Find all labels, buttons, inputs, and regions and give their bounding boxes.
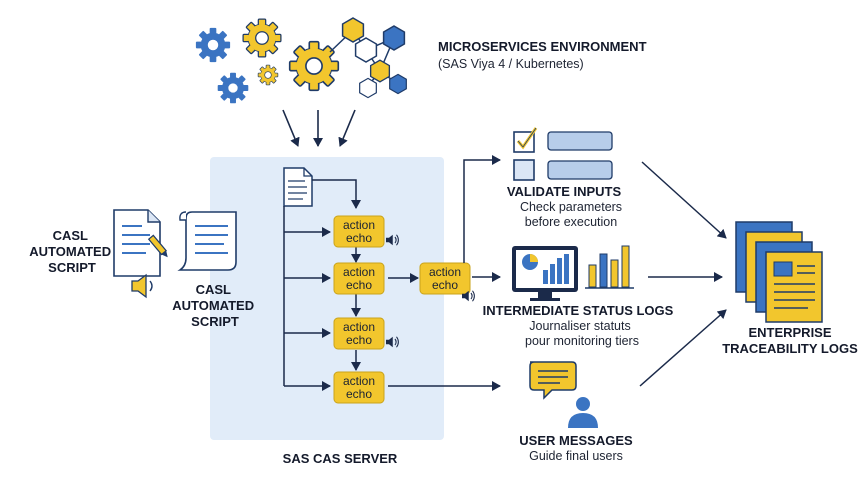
speaker-icon — [131, 273, 153, 299]
server-document-icon — [283, 167, 313, 207]
status-logs-line-1: Journaliser statuts — [529, 319, 630, 333]
pill-line-2: echo — [346, 333, 372, 347]
user-messages-line-1: Guide final users — [529, 449, 623, 463]
external-action-pill: action echo — [419, 262, 471, 295]
gear-icon — [195, 18, 340, 104]
branch-arrows — [388, 155, 501, 391]
pill-line-1: action — [343, 218, 375, 232]
pill-line-1: action — [343, 265, 375, 279]
monitor-chart-icon — [512, 246, 578, 301]
casl-right-line-1: CASL — [196, 282, 231, 297]
converging-arrows — [639, 161, 727, 387]
validate-line-2: before execution — [525, 215, 617, 229]
sas-cas-server-label: SAS CAS SERVER — [283, 451, 398, 466]
stacked-documents-icon — [735, 221, 823, 323]
casl-left-line-2: AUTOMATED — [29, 244, 111, 259]
casl-left-line-3: SCRIPT — [48, 260, 96, 275]
validate-title: VALIDATE INPUTS — [507, 184, 622, 199]
pill-line-1: action — [343, 374, 375, 388]
microservices-arrows — [282, 109, 356, 147]
pill-line-2: echo — [346, 278, 372, 292]
pill-line-2: echo — [346, 387, 372, 401]
server-flow-lines — [283, 179, 361, 391]
external-pill-line-1: action — [429, 265, 461, 279]
checkbox-icon — [513, 127, 613, 181]
pill-line-1: action — [343, 320, 375, 334]
microservices-subtitle: (SAS Viya 4 / Kubernetes) — [438, 57, 584, 71]
casl-right-line-3: SCRIPT — [191, 314, 239, 329]
user-messages-title: USER MESSAGES — [519, 433, 633, 448]
hexagon-network-icon — [329, 17, 407, 99]
status-logs-line-2: pour monitoring tiers — [525, 334, 639, 348]
bar-chart-icon — [585, 245, 634, 289]
pill-line-2: echo — [346, 231, 372, 245]
enterprise-title-line-1: ENTERPRISE — [748, 325, 831, 340]
document-icon — [113, 209, 168, 277]
external-pill-line-2: echo — [432, 278, 458, 292]
validate-line-1: Check parameters — [520, 200, 622, 214]
casl-left-line-1: CASL — [53, 228, 88, 243]
casl-right-line-2: AUTOMATED — [172, 298, 254, 313]
casl-script-left-title: CASL AUTOMATED SCRIPT — [29, 228, 114, 275]
user-icon — [568, 397, 598, 428]
sas-cas-server-panel — [210, 157, 444, 440]
casl-script-right-title: CASL AUTOMATED SCRIPT — [172, 282, 257, 329]
status-logs-title: INTERMEDIATE STATUS LOGS — [483, 303, 674, 318]
enterprise-title-line-2: TRACEABILITY LOGS — [722, 341, 858, 356]
microservices-title: MICROSERVICES ENVIRONMENT — [438, 39, 647, 54]
chat-bubble-icon — [529, 361, 577, 400]
scroll-icon — [177, 211, 237, 271]
